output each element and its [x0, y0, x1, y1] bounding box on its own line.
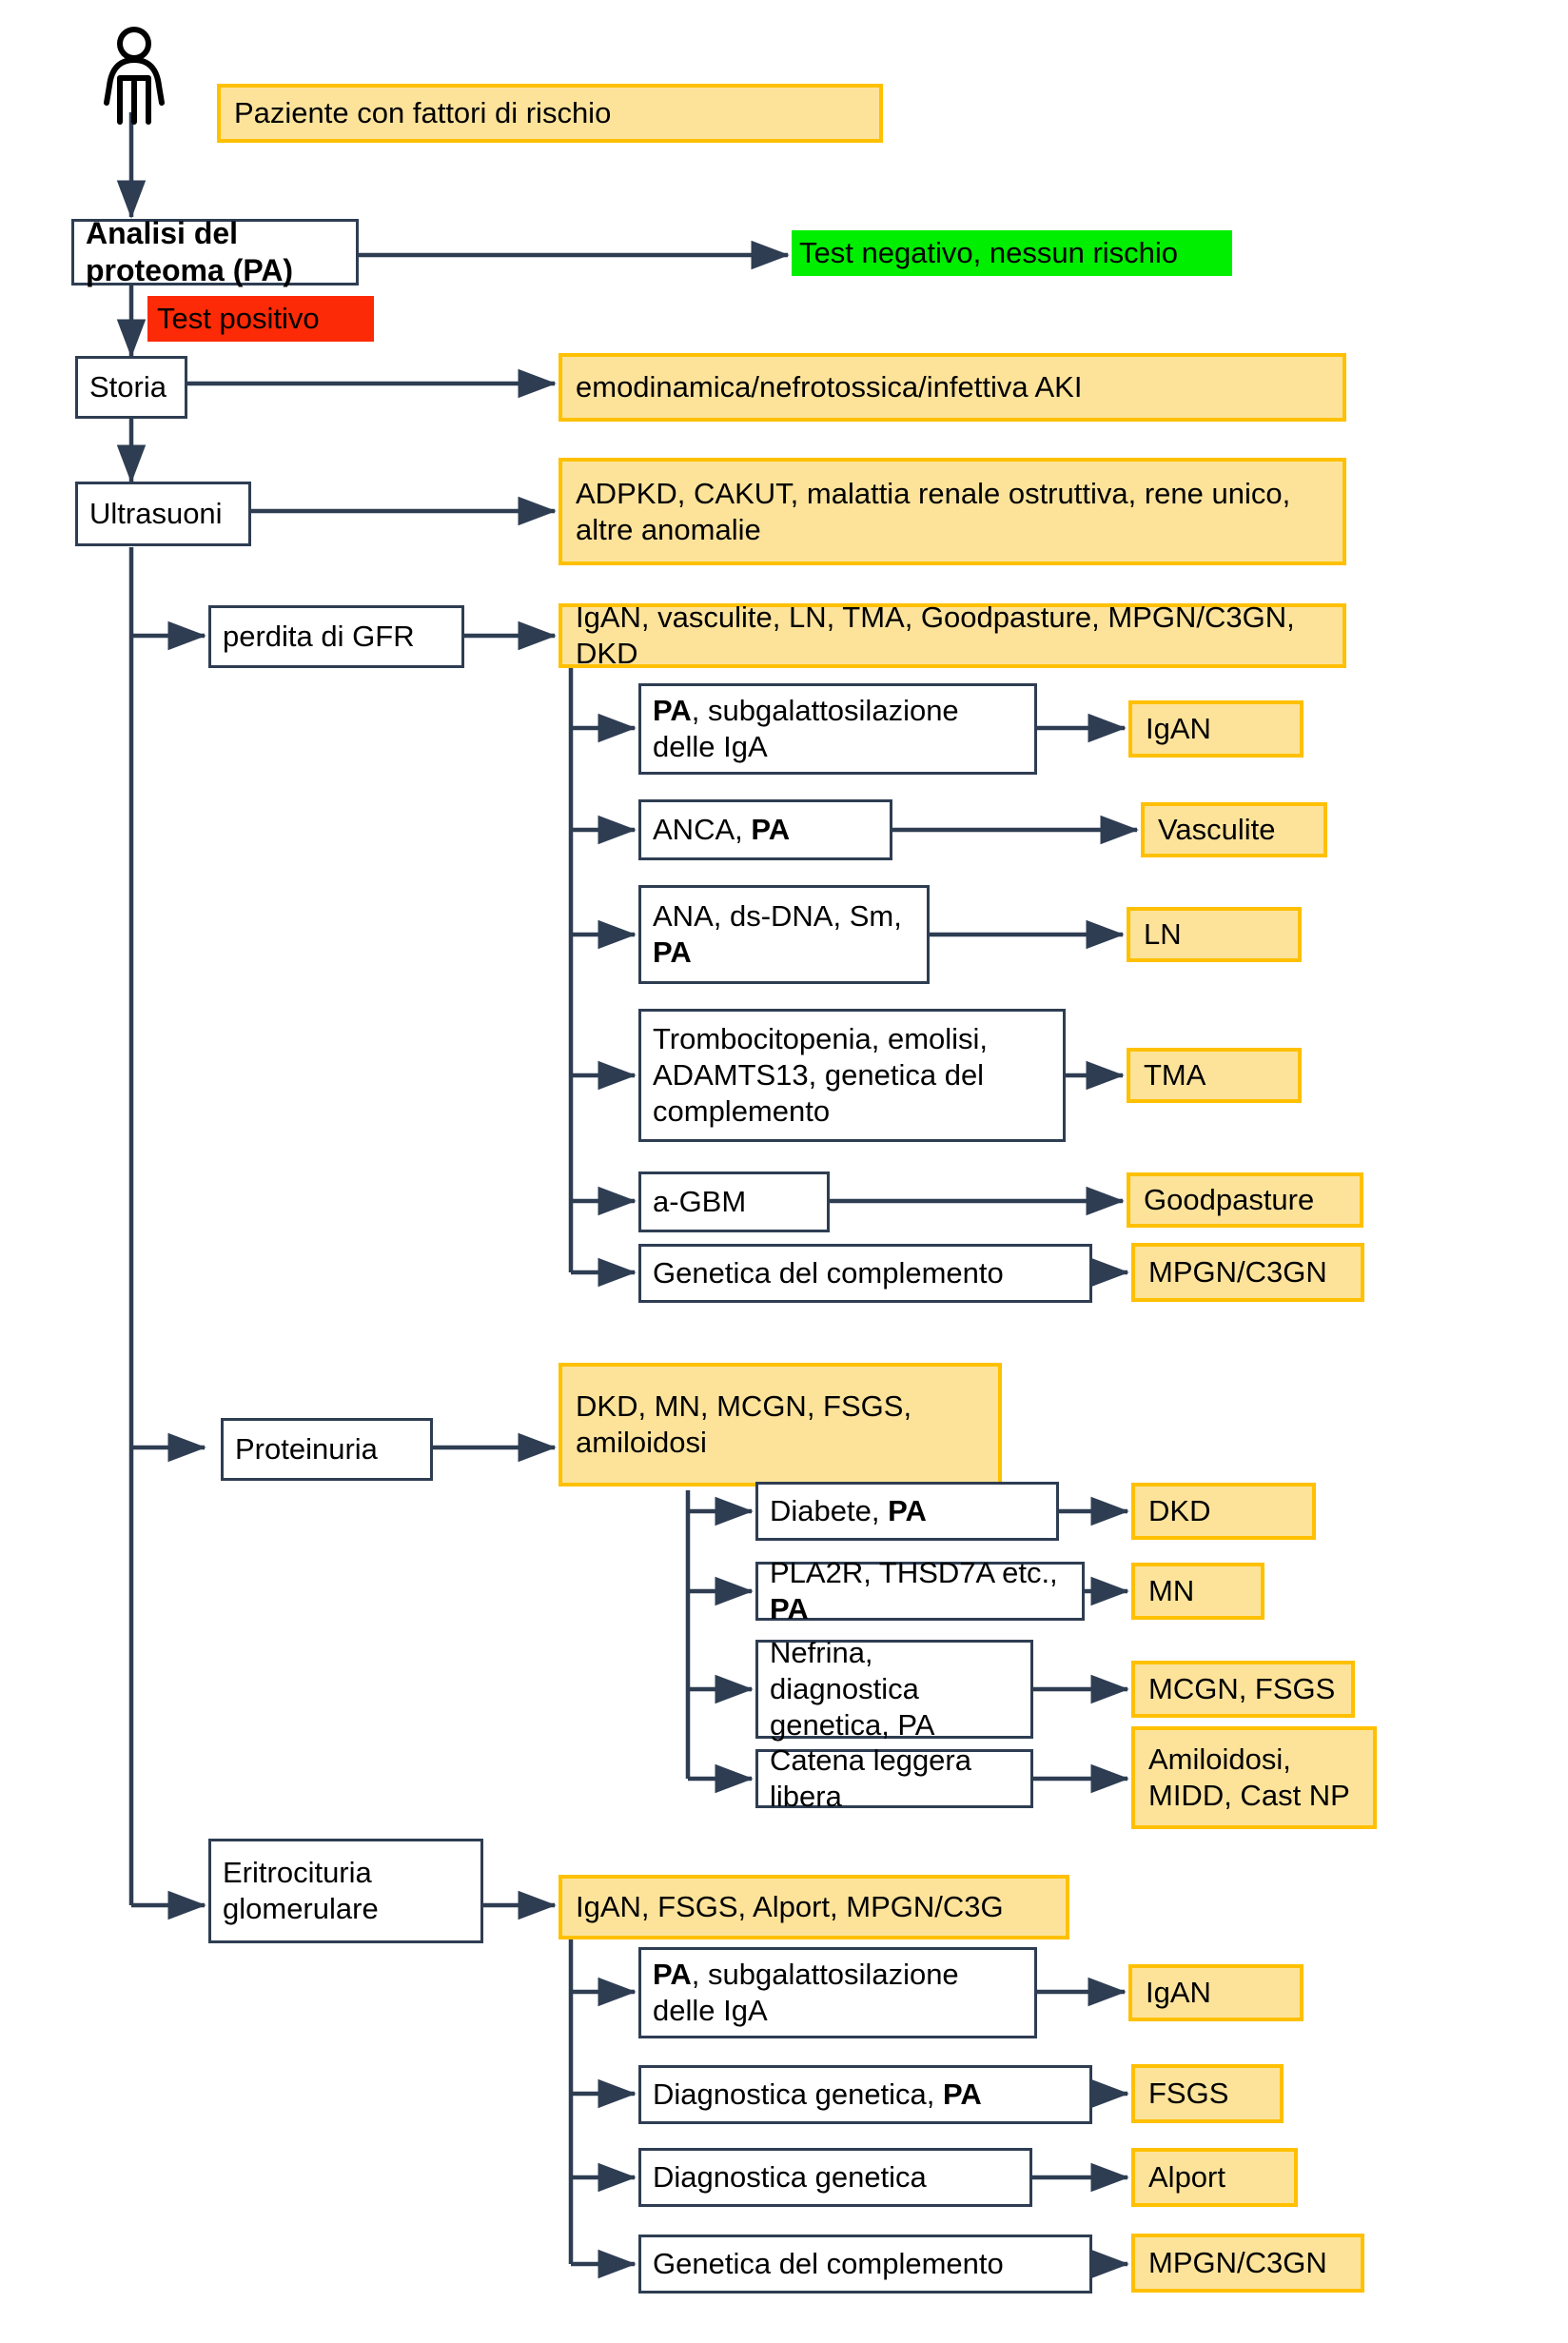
result-box-gfr-2: LN — [1127, 907, 1302, 962]
branch-node-gfr-label: perdita di GFR — [223, 620, 415, 654]
result-box-proteinuria-2: MCGN, FSGS — [1131, 1661, 1355, 1718]
test-box-eritrocituria-3[interactable]: Genetica del complemento — [638, 2235, 1092, 2294]
test-box-proteinuria-3[interactable]: Catena leggera libera — [755, 1743, 1033, 1813]
test-box-eritrocituria-0[interactable]: PA, subgalattosilazione delle IgA — [638, 1947, 1037, 2038]
result-box-proteinuria-2-label: MCGN, FSGS — [1148, 1672, 1336, 1706]
spine-node-ultrasuoni-label: Ultrasuoni — [89, 497, 223, 531]
test-box-proteinuria-0[interactable]: Diabete, PA — [755, 1482, 1059, 1541]
result-box-eritrocituria-2-label: Alport — [1148, 2160, 1225, 2195]
spine-detail-ultrasuoni-label: ADPKD, CAKUT, malattia renale ostruttiva… — [576, 476, 1291, 546]
branch-summary-gfr: IgAN, vasculite, LN, TMA, Goodpasture, M… — [559, 601, 1346, 670]
result-box-eritrocituria-2: Alport — [1131, 2148, 1298, 2207]
test-box-gfr-5-label: Genetica del complemento — [653, 1256, 1004, 1290]
branch-node-eritrocituria[interactable]: Eritrocituria glomerulare — [208, 1839, 483, 1943]
test-box-proteinuria-1-label: PLA2R, THSD7A etc., PA — [770, 1556, 1058, 1625]
test-box-eritrocituria-1-label: Diagnostica genetica, PA — [653, 2077, 982, 2112]
branch-summary-proteinuria-label: DKD, MN, MCGN, FSGS, amiloidosi — [576, 1389, 912, 1459]
result-box-proteinuria-0: DKD — [1131, 1483, 1316, 1540]
spine-detail-storia: emodinamica/nefrotossica/infettiva AKI — [559, 353, 1346, 422]
result-box-gfr-3: TMA — [1127, 1048, 1302, 1103]
result-box-gfr-5-label: MPGN/C3GN — [1148, 1255, 1327, 1290]
result-box-proteinuria-1-label: MN — [1148, 1574, 1195, 1608]
test-box-gfr-3-label: Trombocitopenia, emolisi, ADAMTS13, gene… — [653, 1022, 989, 1128]
result-box-eritrocituria-1-label: FSGS — [1148, 2077, 1229, 2111]
positive-result-flag: Test positivo — [147, 296, 374, 342]
test-box-gfr-4-label: a-GBM — [653, 1185, 747, 1219]
result-box-proteinuria-1: MN — [1131, 1563, 1264, 1620]
result-box-gfr-1: Vasculite — [1141, 802, 1327, 857]
negative-result-flag: Test negativo, nessun rischio — [792, 230, 1232, 276]
test-box-proteinuria-3-label: Catena leggera libera — [770, 1743, 971, 1813]
result-box-proteinuria-3: Amiloidosi, MIDD, Cast NP — [1131, 1726, 1377, 1829]
test-box-proteinuria-2[interactable]: Nefrina, diagnostica genetica, PA — [755, 1636, 1033, 1742]
result-box-gfr-4: Goodpasture — [1127, 1172, 1363, 1228]
person-icon — [104, 27, 165, 125]
branch-summary-eritrocituria-label: IgAN, FSGS, Alport, MPGN/C3G — [576, 1890, 1004, 1924]
test-box-gfr-0[interactable]: PA, subgalattosilazione delle IgA — [638, 683, 1037, 775]
spine-node-storia-label: Storia — [89, 370, 167, 404]
test-box-eritrocituria-2[interactable]: Diagnostica genetica — [638, 2148, 1032, 2207]
spine-node-ultrasuoni[interactable]: Ultrasuoni — [75, 482, 251, 546]
result-box-eritrocituria-0: IgAN — [1128, 1964, 1303, 2021]
result-box-eritrocituria-3: MPGN/C3GN — [1131, 2234, 1364, 2293]
test-box-gfr-1-label: ANCA, PA — [653, 813, 791, 847]
result-box-gfr-2-label: LN — [1144, 917, 1182, 952]
test-box-proteinuria-1[interactable]: PLA2R, THSD7A etc., PA — [755, 1556, 1085, 1625]
test-box-proteinuria-2-label: Nefrina, diagnostica genetica, PA — [770, 1636, 935, 1742]
result-box-gfr-0: IgAN — [1128, 700, 1303, 758]
proteome-analysis-box[interactable]: Analisi del proteoma (PA) — [71, 216, 359, 287]
patient-risk-note: Paziente con fattori di rischio — [217, 84, 883, 143]
branch-summary-eritrocituria: IgAN, FSGS, Alport, MPGN/C3G — [559, 1875, 1069, 1939]
branch-node-proteinuria-label: Proteinuria — [235, 1432, 378, 1467]
result-box-gfr-1-label: Vasculite — [1158, 813, 1276, 847]
test-box-gfr-4[interactable]: a-GBM — [638, 1172, 830, 1232]
branch-node-eritrocituria-label: Eritrocituria glomerulare — [223, 1856, 379, 1925]
negative-result-label: Test negativo, nessun rischio — [799, 236, 1179, 270]
test-box-gfr-5[interactable]: Genetica del complemento — [638, 1244, 1092, 1303]
test-box-eritrocituria-0-label: PA, subgalattosilazione delle IgA — [653, 1958, 959, 2027]
test-box-gfr-1[interactable]: ANCA, PA — [638, 799, 892, 860]
result-box-proteinuria-3-label: Amiloidosi, MIDD, Cast NP — [1148, 1742, 1350, 1812]
test-box-gfr-0-label: PA, subgalattosilazione delle IgA — [653, 694, 959, 763]
spine-detail-storia-label: emodinamica/nefrotossica/infettiva AKI — [576, 370, 1083, 404]
result-box-gfr-0-label: IgAN — [1146, 712, 1211, 746]
test-box-proteinuria-0-label: Diabete, PA — [770, 1494, 927, 1528]
result-box-eritrocituria-0-label: IgAN — [1146, 1976, 1211, 2010]
result-box-gfr-5: MPGN/C3GN — [1131, 1243, 1364, 1302]
test-box-gfr-3[interactable]: Trombocitopenia, emolisi, ADAMTS13, gene… — [638, 1009, 1066, 1142]
proteome-analysis-label: Analisi del proteoma (PA) — [86, 215, 294, 287]
result-box-eritrocituria-1: FSGS — [1131, 2064, 1284, 2123]
spine-node-storia[interactable]: Storia — [75, 356, 187, 419]
test-box-eritrocituria-3-label: Genetica del complemento — [653, 2247, 1004, 2281]
result-box-proteinuria-0-label: DKD — [1148, 1494, 1211, 1528]
test-box-gfr-2-label: ANA, ds-DNA, Sm, PA — [653, 899, 902, 969]
spine-detail-ultrasuoni: ADPKD, CAKUT, malattia renale ostruttiva… — [559, 458, 1346, 565]
positive-result-label: Test positivo — [157, 302, 320, 336]
result-box-eritrocituria-3-label: MPGN/C3GN — [1148, 2246, 1327, 2280]
branch-node-proteinuria[interactable]: Proteinuria — [221, 1418, 433, 1481]
patient-risk-note-label: Paziente con fattori di rischio — [234, 96, 612, 130]
test-box-eritrocituria-1[interactable]: Diagnostica genetica, PA — [638, 2065, 1092, 2124]
result-box-gfr-3-label: TMA — [1144, 1058, 1206, 1093]
result-box-gfr-4-label: Goodpasture — [1144, 1183, 1315, 1217]
test-box-gfr-2[interactable]: ANA, ds-DNA, Sm, PA — [638, 885, 930, 984]
branch-summary-proteinuria: DKD, MN, MCGN, FSGS, amiloidosi — [559, 1363, 1002, 1487]
branch-summary-gfr-label: IgAN, vasculite, LN, TMA, Goodpasture, M… — [576, 601, 1295, 670]
branch-node-gfr[interactable]: perdita di GFR — [208, 605, 464, 668]
test-box-eritrocituria-2-label: Diagnostica genetica — [653, 2160, 927, 2195]
